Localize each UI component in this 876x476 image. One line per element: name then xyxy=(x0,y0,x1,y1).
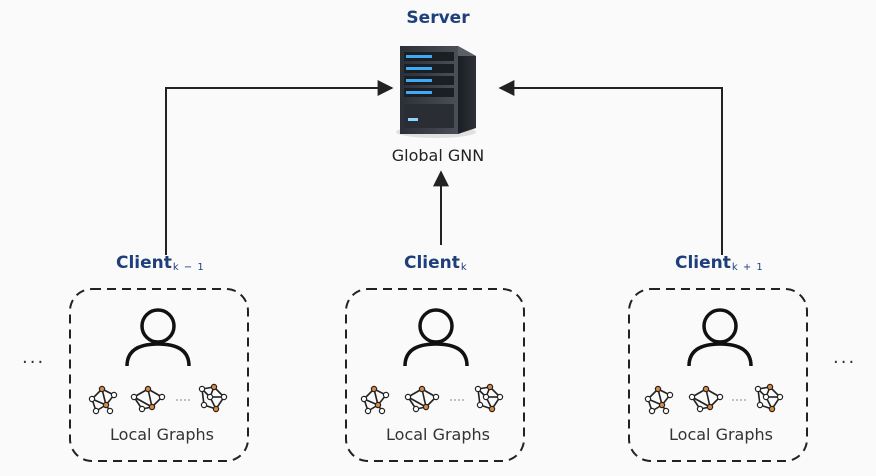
client-box-k-plus-1 xyxy=(628,288,808,462)
graph-glyph-icon xyxy=(688,385,724,413)
client-box-k-minus-1 xyxy=(69,288,249,462)
local-graph-icons xyxy=(88,383,784,415)
user-icon xyxy=(687,308,753,367)
graph-glyph-icon xyxy=(754,383,784,413)
local-graphs-label: Local Graphs xyxy=(110,425,214,444)
graph-glyph-icon xyxy=(474,383,504,413)
ellipsis-left: ··· xyxy=(22,352,46,373)
arrow-left-client-to-server xyxy=(165,80,394,255)
global-gnn-label: Global GNN xyxy=(391,146,485,165)
local-graphs-label: Local Graphs xyxy=(669,425,773,444)
client-label-k-plus-1: Clientk + 1 xyxy=(675,253,764,273)
arrow-right-client-to-server xyxy=(498,80,723,255)
ellipsis-right: ··· xyxy=(833,352,857,373)
server-icon xyxy=(396,46,476,138)
server-title: Server xyxy=(406,8,470,28)
graph-glyph-icon xyxy=(130,385,166,413)
graph-glyph-icon xyxy=(360,385,390,415)
client-label-k: Clientk xyxy=(404,253,468,273)
graph-glyph-icon xyxy=(198,383,228,413)
user-icon xyxy=(125,308,191,367)
client-label-k-minus-1: Clientk − 1 xyxy=(116,253,205,273)
graph-glyph-icon xyxy=(88,385,118,415)
client-box-k xyxy=(345,288,525,462)
local-graphs-label: Local Graphs xyxy=(386,425,490,444)
graph-glyph-icon xyxy=(644,385,674,415)
user-icon xyxy=(403,308,469,367)
graph-glyph-icon xyxy=(404,385,440,413)
